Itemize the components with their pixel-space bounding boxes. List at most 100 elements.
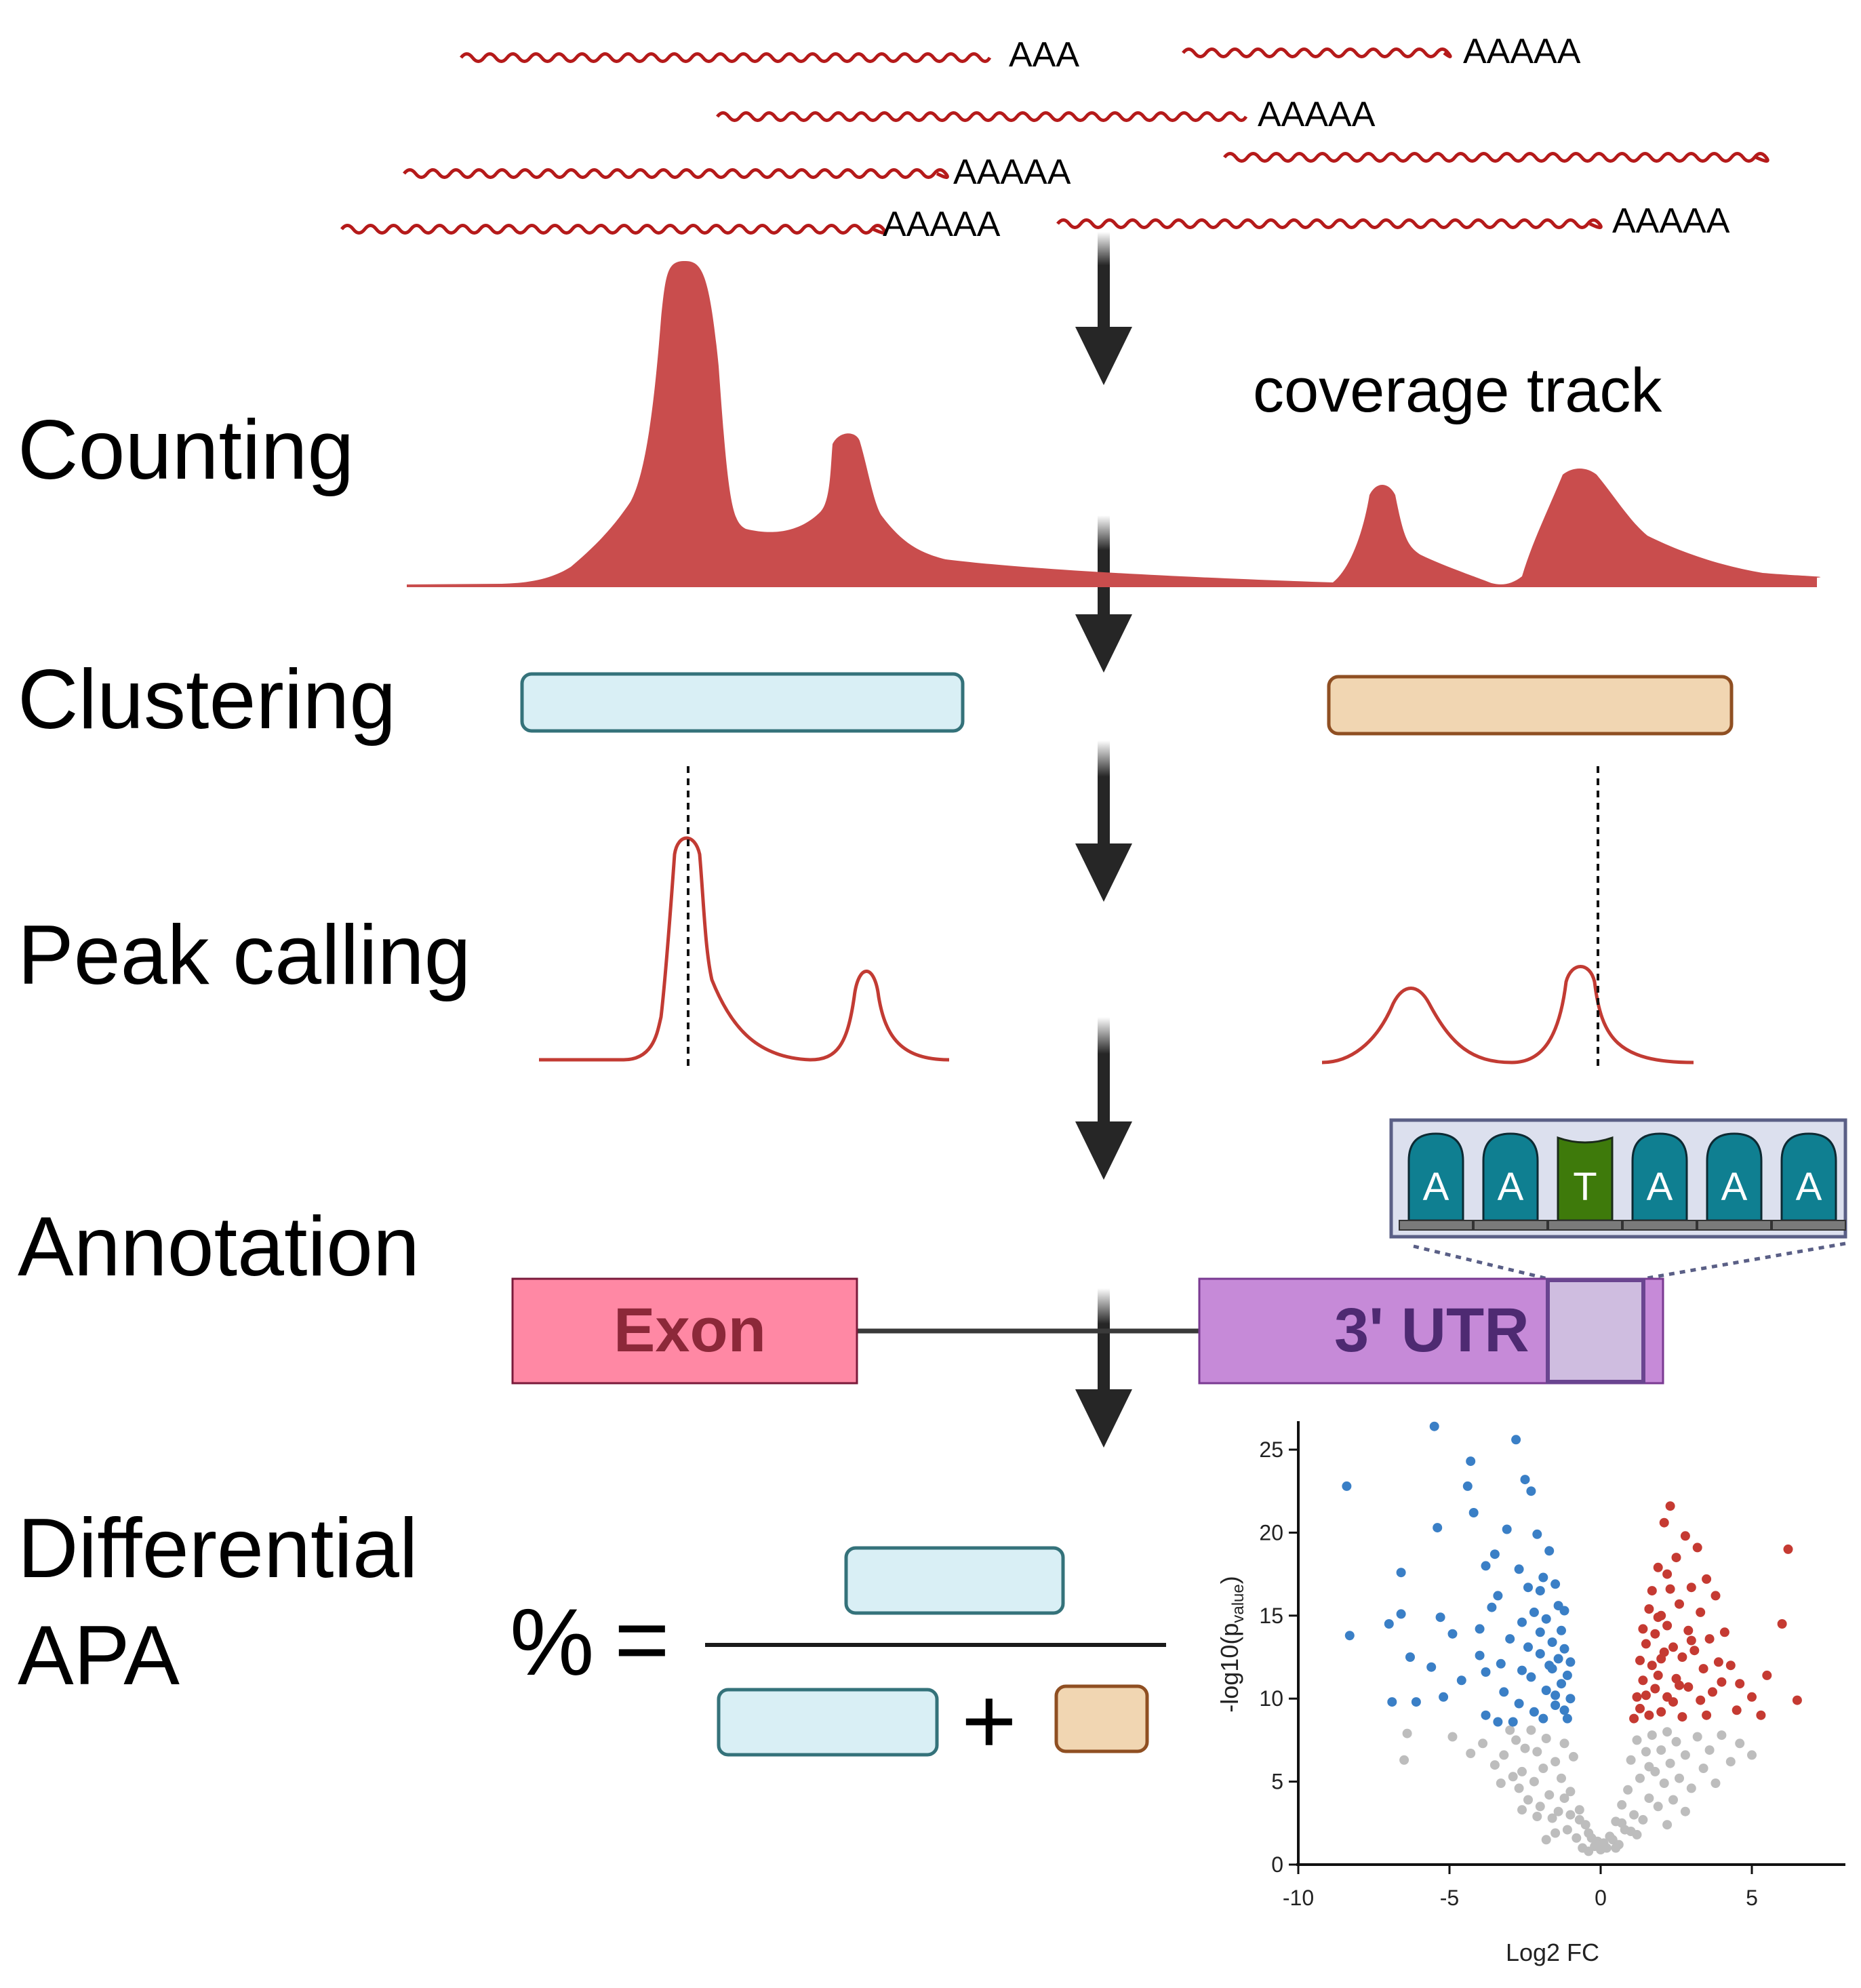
- volcano-point-down: [1405, 1652, 1415, 1662]
- zoom-guide-right: [1643, 1241, 1846, 1281]
- volcano-point-down: [1562, 1670, 1572, 1680]
- volcano-point-up: [1692, 1543, 1702, 1553]
- volcano-point-down: [1481, 1710, 1491, 1720]
- volcano-point-down: [1550, 1690, 1561, 1701]
- volcano-point-up: [1675, 1680, 1684, 1690]
- volcano-point-down: [1553, 1654, 1563, 1664]
- volcano-point-ns: [1659, 1778, 1669, 1788]
- volcano-point-ns: [1653, 1802, 1663, 1812]
- volcano-point-up: [1747, 1692, 1757, 1702]
- volcano-point-up: [1719, 1627, 1729, 1637]
- stage-label-counting: Counting: [18, 403, 355, 497]
- volcano-point-down: [1396, 1609, 1406, 1619]
- volcano-point-down: [1526, 1672, 1536, 1682]
- volcano-point-up: [1638, 1624, 1648, 1634]
- volcano-plot: -10-505100510152025 Log2 FC -log10(pvalu…: [1216, 1421, 1845, 1966]
- x-tick-label: 5: [1746, 1886, 1758, 1910]
- volcano-point-up: [1653, 1562, 1663, 1572]
- volcano-point-down: [1489, 1549, 1500, 1559]
- volcano-point-down: [1520, 1475, 1530, 1485]
- stage-label-differential: Differential: [18, 1502, 418, 1595]
- formula-plus: +: [961, 1667, 1017, 1774]
- volcano-point-ns: [1704, 1745, 1715, 1755]
- volcano-point-ns: [1601, 1843, 1612, 1853]
- volcano-point-down: [1342, 1481, 1352, 1491]
- volcano-point-ns: [1626, 1827, 1636, 1836]
- read-1: [460, 52, 992, 63]
- volcano-point-ns: [1489, 1760, 1500, 1770]
- volcano-point-down: [1508, 1717, 1518, 1727]
- volcano-point-ns: [1568, 1751, 1578, 1762]
- volcano-point-down: [1565, 1657, 1576, 1667]
- read-tail-4: AAAAA: [953, 153, 1071, 192]
- stage-label-clustering: Clustering: [18, 653, 397, 747]
- volcano-point-down: [1487, 1602, 1497, 1612]
- volcano-point-down: [1532, 1529, 1542, 1539]
- volcano-point-up: [1641, 1639, 1651, 1649]
- volcano-point-ns: [1662, 1727, 1673, 1737]
- volcano-point-ns: [1520, 1743, 1530, 1753]
- volcano-point-up: [1644, 1604, 1654, 1614]
- volcano-point-down: [1526, 1486, 1536, 1496]
- volcano-point-ns: [1572, 1833, 1582, 1843]
- motif-nucleotide-a-4: A: [1622, 1132, 1697, 1231]
- svg-text:A: A: [1721, 1165, 1748, 1209]
- y-tick-label: 0: [1271, 1852, 1283, 1877]
- read-6: [1056, 218, 1603, 229]
- stage-label-annotation: Annotation: [18, 1200, 420, 1294]
- formula-denominator-cluster2: [1054, 1684, 1149, 1753]
- volcano-point-up: [1677, 1652, 1687, 1662]
- peak-curve-left: [539, 836, 950, 1062]
- volcano-point-up: [1713, 1657, 1723, 1667]
- volcano-point-down: [1433, 1523, 1443, 1533]
- cluster-box-2: [1327, 675, 1734, 736]
- volcano-point-up: [1702, 1574, 1712, 1584]
- volcano-point-up: [1638, 1675, 1648, 1686]
- volcano-point-down: [1535, 1649, 1545, 1659]
- volcano-point-ns: [1668, 1795, 1678, 1805]
- volcano-point-up: [1632, 1692, 1642, 1702]
- volcano-point-ns: [1517, 1766, 1527, 1776]
- volcano-point-down: [1429, 1421, 1439, 1431]
- volcano-point-ns: [1635, 1773, 1645, 1783]
- volcano-point-ns: [1547, 1813, 1557, 1823]
- motif-nucleotide-a-2: A: [1473, 1132, 1548, 1231]
- volcano-point-ns: [1671, 1736, 1681, 1747]
- volcano-point-up: [1635, 1655, 1645, 1665]
- volcano-point-down: [1535, 1627, 1545, 1637]
- volcano-point-ns: [1517, 1805, 1527, 1815]
- volcano-point-ns: [1399, 1755, 1409, 1765]
- volcano-point-ns: [1574, 1814, 1584, 1825]
- volcano-point-ns: [1550, 1828, 1561, 1838]
- volcano-point-down: [1523, 1642, 1533, 1652]
- volcano-point-ns: [1647, 1730, 1657, 1741]
- read-tail-6: AAAAA: [1612, 201, 1730, 241]
- volcano-point-ns: [1662, 1820, 1673, 1830]
- volcano-point-down: [1550, 1579, 1561, 1589]
- flow-arrow-3: [1075, 740, 1132, 902]
- volcano-point-down: [1435, 1612, 1445, 1623]
- x-axis-label: Log2 FC: [1506, 1939, 1599, 1966]
- volcano-point-down: [1541, 1686, 1551, 1695]
- volcano-point-ns: [1478, 1738, 1488, 1749]
- flow-arrow-4: [1075, 1017, 1132, 1180]
- volcano-point-ns: [1692, 1732, 1702, 1742]
- volcano-point-down: [1468, 1508, 1479, 1517]
- volcano-point-ns: [1505, 1725, 1515, 1735]
- volcano-point-down: [1462, 1481, 1473, 1491]
- x-tick-label: -10: [1283, 1886, 1314, 1910]
- volcano-point-up: [1629, 1713, 1639, 1724]
- volcano-point-ns: [1665, 1758, 1675, 1768]
- volcano-point-down: [1396, 1568, 1406, 1578]
- peak-curve-right: [1321, 965, 1694, 1065]
- y-tick-label: 10: [1259, 1686, 1283, 1711]
- volcano-point-ns: [1523, 1795, 1533, 1805]
- volcano-point-ns: [1735, 1738, 1745, 1749]
- volcano-point-down: [1523, 1583, 1533, 1593]
- volcano-point-up: [1653, 1670, 1663, 1680]
- volcano-point-up: [1675, 1599, 1684, 1609]
- read-3: [716, 111, 1248, 122]
- volcano-point-up: [1650, 1629, 1660, 1639]
- volcano-point-up: [1702, 1710, 1712, 1720]
